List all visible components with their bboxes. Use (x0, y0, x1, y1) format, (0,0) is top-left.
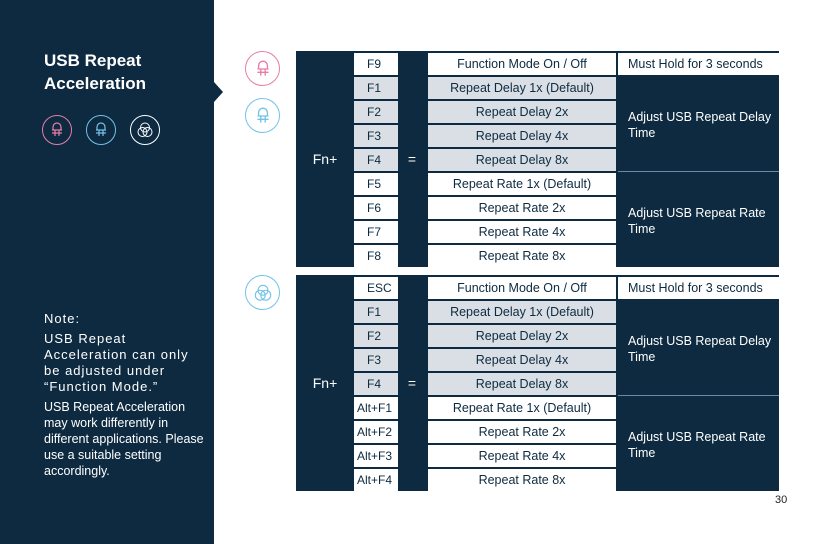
delay-note: Adjust USB Repeat Delay Time (628, 110, 772, 140)
rgb-circles-icon (130, 115, 160, 145)
modifier-label: Fn+ (312, 151, 338, 167)
key-cell: Alt+F3 (354, 445, 398, 467)
pink-led-icon (42, 115, 72, 145)
key-cell: F1 (354, 77, 398, 99)
key-cell: Alt+F4 (354, 469, 398, 491)
modifier-label: Fn+ (312, 375, 338, 391)
function-cell: Repeat Rate 1x (Default) (428, 173, 616, 195)
page-title: USB Repeat Acceleration (44, 51, 147, 93)
sidebar-pointer (214, 82, 223, 102)
shortcut-table-1: Fn+ = F9 F1 F2 F3 F4 F5 F6 F7 F8 Functio… (296, 51, 779, 267)
blue-led-icon (86, 115, 116, 145)
note-heading: Note: (44, 311, 81, 326)
key-cell: F3 (354, 125, 398, 147)
function-cell: Function Mode On / Off (428, 53, 616, 75)
function-cell: Repeat Delay 4x (428, 125, 616, 147)
note-text-1: USB Repeat Acceleration can only be adju… (44, 331, 189, 394)
hold-note: Must Hold for 3 seconds (618, 53, 779, 75)
key-cell: ESC (354, 277, 398, 299)
function-cell: Repeat Delay 2x (428, 101, 616, 123)
key-cell: F2 (354, 101, 398, 123)
divider (618, 171, 779, 172)
function-cell: Repeat Delay 4x (428, 349, 616, 371)
function-cell: Repeat Rate 1x (Default) (428, 397, 616, 419)
key-cell: F7 (354, 221, 398, 243)
function-cell: Repeat Rate 4x (428, 445, 616, 467)
rate-note: Adjust USB Repeat Rate Time (628, 206, 766, 236)
rgb-circles-icon (245, 275, 280, 310)
key-cell: F4 (354, 149, 398, 171)
equals-sign: = (407, 375, 417, 391)
function-cell: Repeat Delay 1x (Default) (428, 301, 616, 323)
key-cell: Alt+F2 (354, 421, 398, 443)
key-cell: Alt+F1 (354, 397, 398, 419)
function-cell: Repeat Rate 2x (428, 421, 616, 443)
function-cell: Repeat Rate 2x (428, 197, 616, 219)
key-cell: F4 (354, 373, 398, 395)
shortcut-table-2: Fn+ = ESC F1 F2 F3 F4 Alt+F1 Alt+F2 Alt+… (296, 275, 779, 491)
function-cell: Repeat Delay 8x (428, 149, 616, 171)
function-cell: Repeat Delay 8x (428, 373, 616, 395)
key-cell: F1 (354, 301, 398, 323)
key-cell: F3 (354, 349, 398, 371)
pink-led-icon (245, 51, 280, 86)
function-cell: Repeat Rate 8x (428, 245, 616, 267)
blue-led-icon (245, 98, 280, 133)
key-cell: F6 (354, 197, 398, 219)
function-cell: Repeat Delay 1x (Default) (428, 77, 616, 99)
key-cell: F8 (354, 245, 398, 267)
key-cell: F2 (354, 325, 398, 347)
sidebar-icons (42, 115, 160, 145)
table1-icons (245, 51, 280, 145)
page-number: 30 (775, 494, 788, 506)
key-cell: F9 (354, 53, 398, 75)
sidebar: USB Repeat Acceleration Note: USB Repeat… (0, 0, 214, 544)
divider (618, 395, 779, 396)
equals-sign: = (407, 151, 417, 167)
function-cell: Repeat Delay 2x (428, 325, 616, 347)
function-cell: Repeat Rate 8x (428, 469, 616, 491)
hold-note: Must Hold for 3 seconds (618, 277, 779, 299)
table2-icons (245, 275, 280, 322)
note-text-2: USB Repeat Acceleration may work differe… (44, 400, 204, 478)
function-cell: Repeat Rate 4x (428, 221, 616, 243)
key-cell: F5 (354, 173, 398, 195)
rate-note: Adjust USB Repeat Rate Time (628, 430, 766, 460)
delay-note: Adjust USB Repeat Delay Time (628, 334, 772, 364)
function-cell: Function Mode On / Off (428, 277, 616, 299)
